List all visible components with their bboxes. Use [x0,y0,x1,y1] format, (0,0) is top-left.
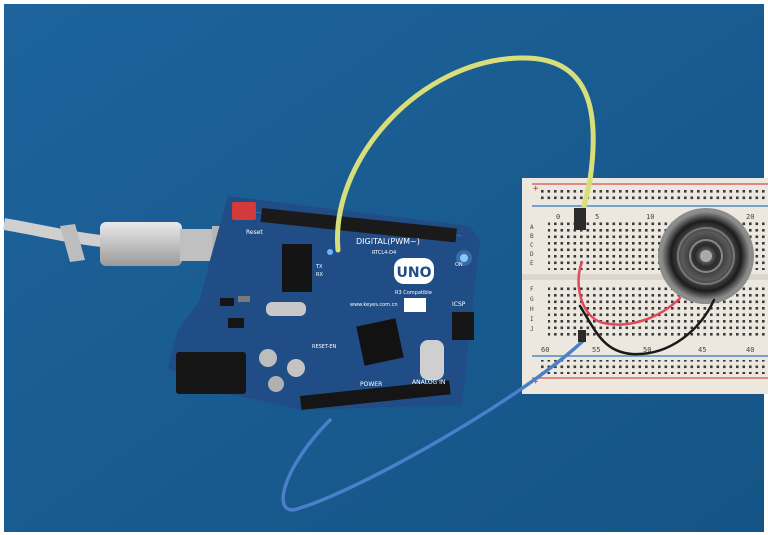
digital-header [260,208,457,243]
power-label: POWER [360,381,382,388]
black-wire [578,298,716,356]
badge [404,298,426,312]
row-g: G [530,296,534,303]
compat-label: R3 Compatible [395,290,432,296]
row-c: C [530,242,534,249]
website-label: www.keyes.com.cn [350,302,398,308]
tx-label: TX [315,264,323,270]
power-jack [176,352,246,394]
yellow-wire [335,55,596,253]
bb-num-10: 10 [646,213,654,221]
bb-num-55: 55 [592,346,600,354]
row-f: F [530,286,534,293]
usb-chip [282,244,312,292]
icsp-header [452,312,474,340]
center-channel [522,274,768,280]
capacitor-3 [268,376,284,392]
on-label: ON [455,262,463,268]
reset-label: Reset [246,229,263,236]
rx-label: RX [316,272,323,278]
svg-text:UNO: UNO [397,265,432,281]
row-i: I [530,316,534,323]
plus-label-bottom: + [533,377,539,387]
led-on [460,254,468,262]
analog-label: ANALOG IN [412,379,445,386]
row-d: D [530,251,534,258]
digital-label: DIGITAL(PWM~) [356,237,420,246]
reset-en-label: RESET-EN [312,344,337,350]
row-h: H [530,306,534,313]
atmega-chip [356,318,404,366]
bb-num-45: 45 [698,346,706,354]
capacitor-2 [287,359,305,377]
row-e: E [530,260,534,267]
crystal-1 [266,302,306,316]
bb-num-20: 20 [746,213,754,221]
model-label: RTCL4-D4 [372,250,396,256]
bb-num-60: 60 [541,346,549,354]
row-j: J [530,326,534,333]
blue-wire [281,338,586,512]
speaker [658,208,754,304]
capacitor-1 [259,349,277,367]
bb-num-0: 0 [556,213,560,221]
row-b: B [530,233,534,240]
blue-wire-pin [578,330,586,342]
arduino-board: Reset ICSP UNO R3 Compatible DIGITAL(PWM… [168,196,480,410]
row-a: A [530,224,534,231]
uno-logo: UNO [394,258,434,284]
yellow-wire-pin [574,208,586,230]
reset-button [232,202,256,220]
bb-num-40: 40 [746,346,754,354]
icsp-label: ICSP [452,301,466,308]
crystal-2 [420,340,444,380]
bottom-header [300,380,451,410]
red-wire [577,260,682,326]
bb-num-50: 50 [643,346,651,354]
usb-plug [100,222,182,266]
led-l [327,249,333,255]
bb-num-5: 5 [595,213,599,221]
plus-label-top: + [533,184,539,194]
wires [281,55,716,512]
